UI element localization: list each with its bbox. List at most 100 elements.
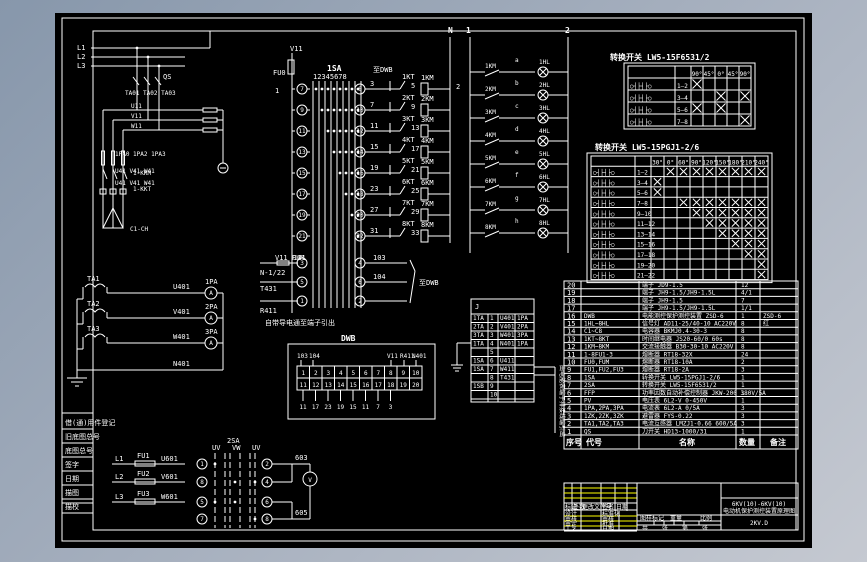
switch-table-header: 150°	[715, 159, 729, 166]
x-stroke	[740, 91, 750, 101]
indicator-switch-label: 7KM	[485, 201, 496, 208]
title-role-right: 审核	[602, 515, 614, 523]
terminal-cell-text: 2PA	[517, 324, 528, 331]
terminal-block-title: J	[475, 303, 479, 311]
coil-icon	[420, 145, 429, 159]
switch-contact-dot	[326, 129, 330, 133]
lamp-cross	[539, 183, 547, 191]
fuse-label: FU0	[273, 69, 286, 77]
parts-qty: 3	[741, 421, 745, 428]
x-stroke	[731, 218, 740, 227]
switch-contact-label: 1—2	[677, 83, 688, 90]
overload-icon	[109, 188, 117, 195]
switch-contact-label: 3—4	[677, 95, 688, 102]
terminal-cell-text: 6	[490, 358, 494, 365]
terminal-cell-text: 1SB	[473, 383, 484, 390]
coil-icon	[420, 124, 429, 138]
vm-left-node	[196, 496, 208, 508]
terminal-number: 4	[358, 260, 362, 267]
switch-x-mark	[692, 103, 702, 113]
ammeter-symbol: A	[209, 290, 213, 297]
lamp-label: 5HL	[539, 151, 550, 158]
terminal-number: 5	[300, 279, 304, 286]
dwb-terminal-label: 14	[337, 382, 345, 389]
relay-label: 2KT	[402, 94, 415, 102]
breaker-blade	[154, 76, 162, 86]
kkt-label: 1-KKT	[133, 186, 151, 193]
lamp-cross	[539, 91, 547, 99]
drawing-title-line1: 6KV(10)-6KV(10)	[732, 501, 786, 508]
vm-wire-label: W601	[161, 493, 178, 501]
timer-contact	[399, 164, 406, 174]
voltmeter-symbol: V	[308, 477, 312, 484]
outer-frame	[61, 17, 805, 542]
ammeter-symbol: A	[209, 315, 213, 322]
timer-contact	[399, 122, 406, 132]
ammeter-symbol: A	[209, 340, 213, 347]
x-stroke	[718, 167, 727, 176]
x-stroke	[679, 167, 688, 176]
switch-contact-dot	[356, 150, 360, 154]
switch-table-outer	[623, 62, 756, 130]
fuse-icon	[202, 127, 218, 133]
parts-name: 端子 JH9-1.5	[642, 296, 683, 304]
title-left-label: 日期	[616, 503, 628, 511]
switch-table-header: 45°	[704, 71, 715, 78]
contactor-top-labels: 1PA0 1PA2 1PA3	[115, 151, 166, 158]
lower-left-node	[296, 276, 308, 288]
parts-header-no: 序号	[566, 437, 582, 447]
x-stroke	[757, 218, 766, 227]
switch-x-mark	[757, 270, 766, 279]
lower-fuse-label: V11 FUM	[275, 254, 305, 262]
coil-icon	[420, 187, 429, 201]
sheet-label: 张	[662, 524, 668, 532]
coil-icon	[420, 229, 429, 243]
switch-contact-dot	[338, 129, 342, 133]
coil-label: 2KM	[421, 95, 434, 103]
coil-label: 4KM	[421, 137, 434, 145]
switch-x-mark	[744, 198, 753, 207]
switch-x-mark	[731, 198, 740, 207]
switch-table-header: 0°	[667, 159, 674, 166]
parts-no: 16	[567, 312, 575, 320]
dwb-terminal-label: 12	[312, 382, 320, 389]
phase-label: L3	[77, 62, 85, 70]
x-stroke	[731, 229, 740, 238]
parts-no: 11	[567, 351, 575, 359]
indicator-tag: d	[515, 126, 519, 133]
vm-meter-wire-label: 603	[295, 454, 308, 462]
x-stroke	[744, 208, 753, 217]
switch-x-mark	[744, 229, 753, 238]
coil-icon	[420, 166, 429, 180]
ammeter-label: 1PA	[205, 278, 218, 286]
indicator-tag: h	[515, 218, 519, 225]
t-label: T431	[260, 285, 277, 293]
switch-contact-symbol: ○┤├┤├○	[593, 189, 615, 197]
x-stroke	[679, 198, 688, 207]
switch-contact-dot	[338, 150, 342, 154]
switch-contact-dot	[356, 87, 360, 91]
terminal-cell-text: 1	[490, 315, 494, 322]
terminal-cell-text: 2TA	[473, 324, 484, 331]
x-stroke	[716, 103, 726, 113]
contactor-coil	[121, 150, 125, 166]
switch-x-mark	[744, 249, 753, 258]
lamp-label: 1HL	[539, 59, 550, 66]
x-stroke	[718, 218, 727, 227]
terminal-cell-text: U411	[500, 358, 515, 365]
terminal-number: 20	[356, 212, 364, 219]
terminal-cell-text: U401	[500, 315, 515, 322]
terminal-number: 7	[200, 516, 204, 523]
switch-table-header: 60°	[678, 159, 689, 166]
parts-no: 8	[567, 374, 571, 382]
terminal-cell-text: 8	[490, 375, 494, 382]
parts-code: DWB	[584, 313, 595, 320]
dwb-terminal-label: 5	[351, 370, 355, 377]
vm-switch-col-label: UV	[252, 444, 261, 452]
switch-contact-dot	[332, 87, 336, 91]
parts-name: 熔断器 RT18-32X	[642, 350, 693, 358]
coil-number: 29	[411, 208, 419, 216]
title-left-label: 签名	[602, 503, 614, 511]
